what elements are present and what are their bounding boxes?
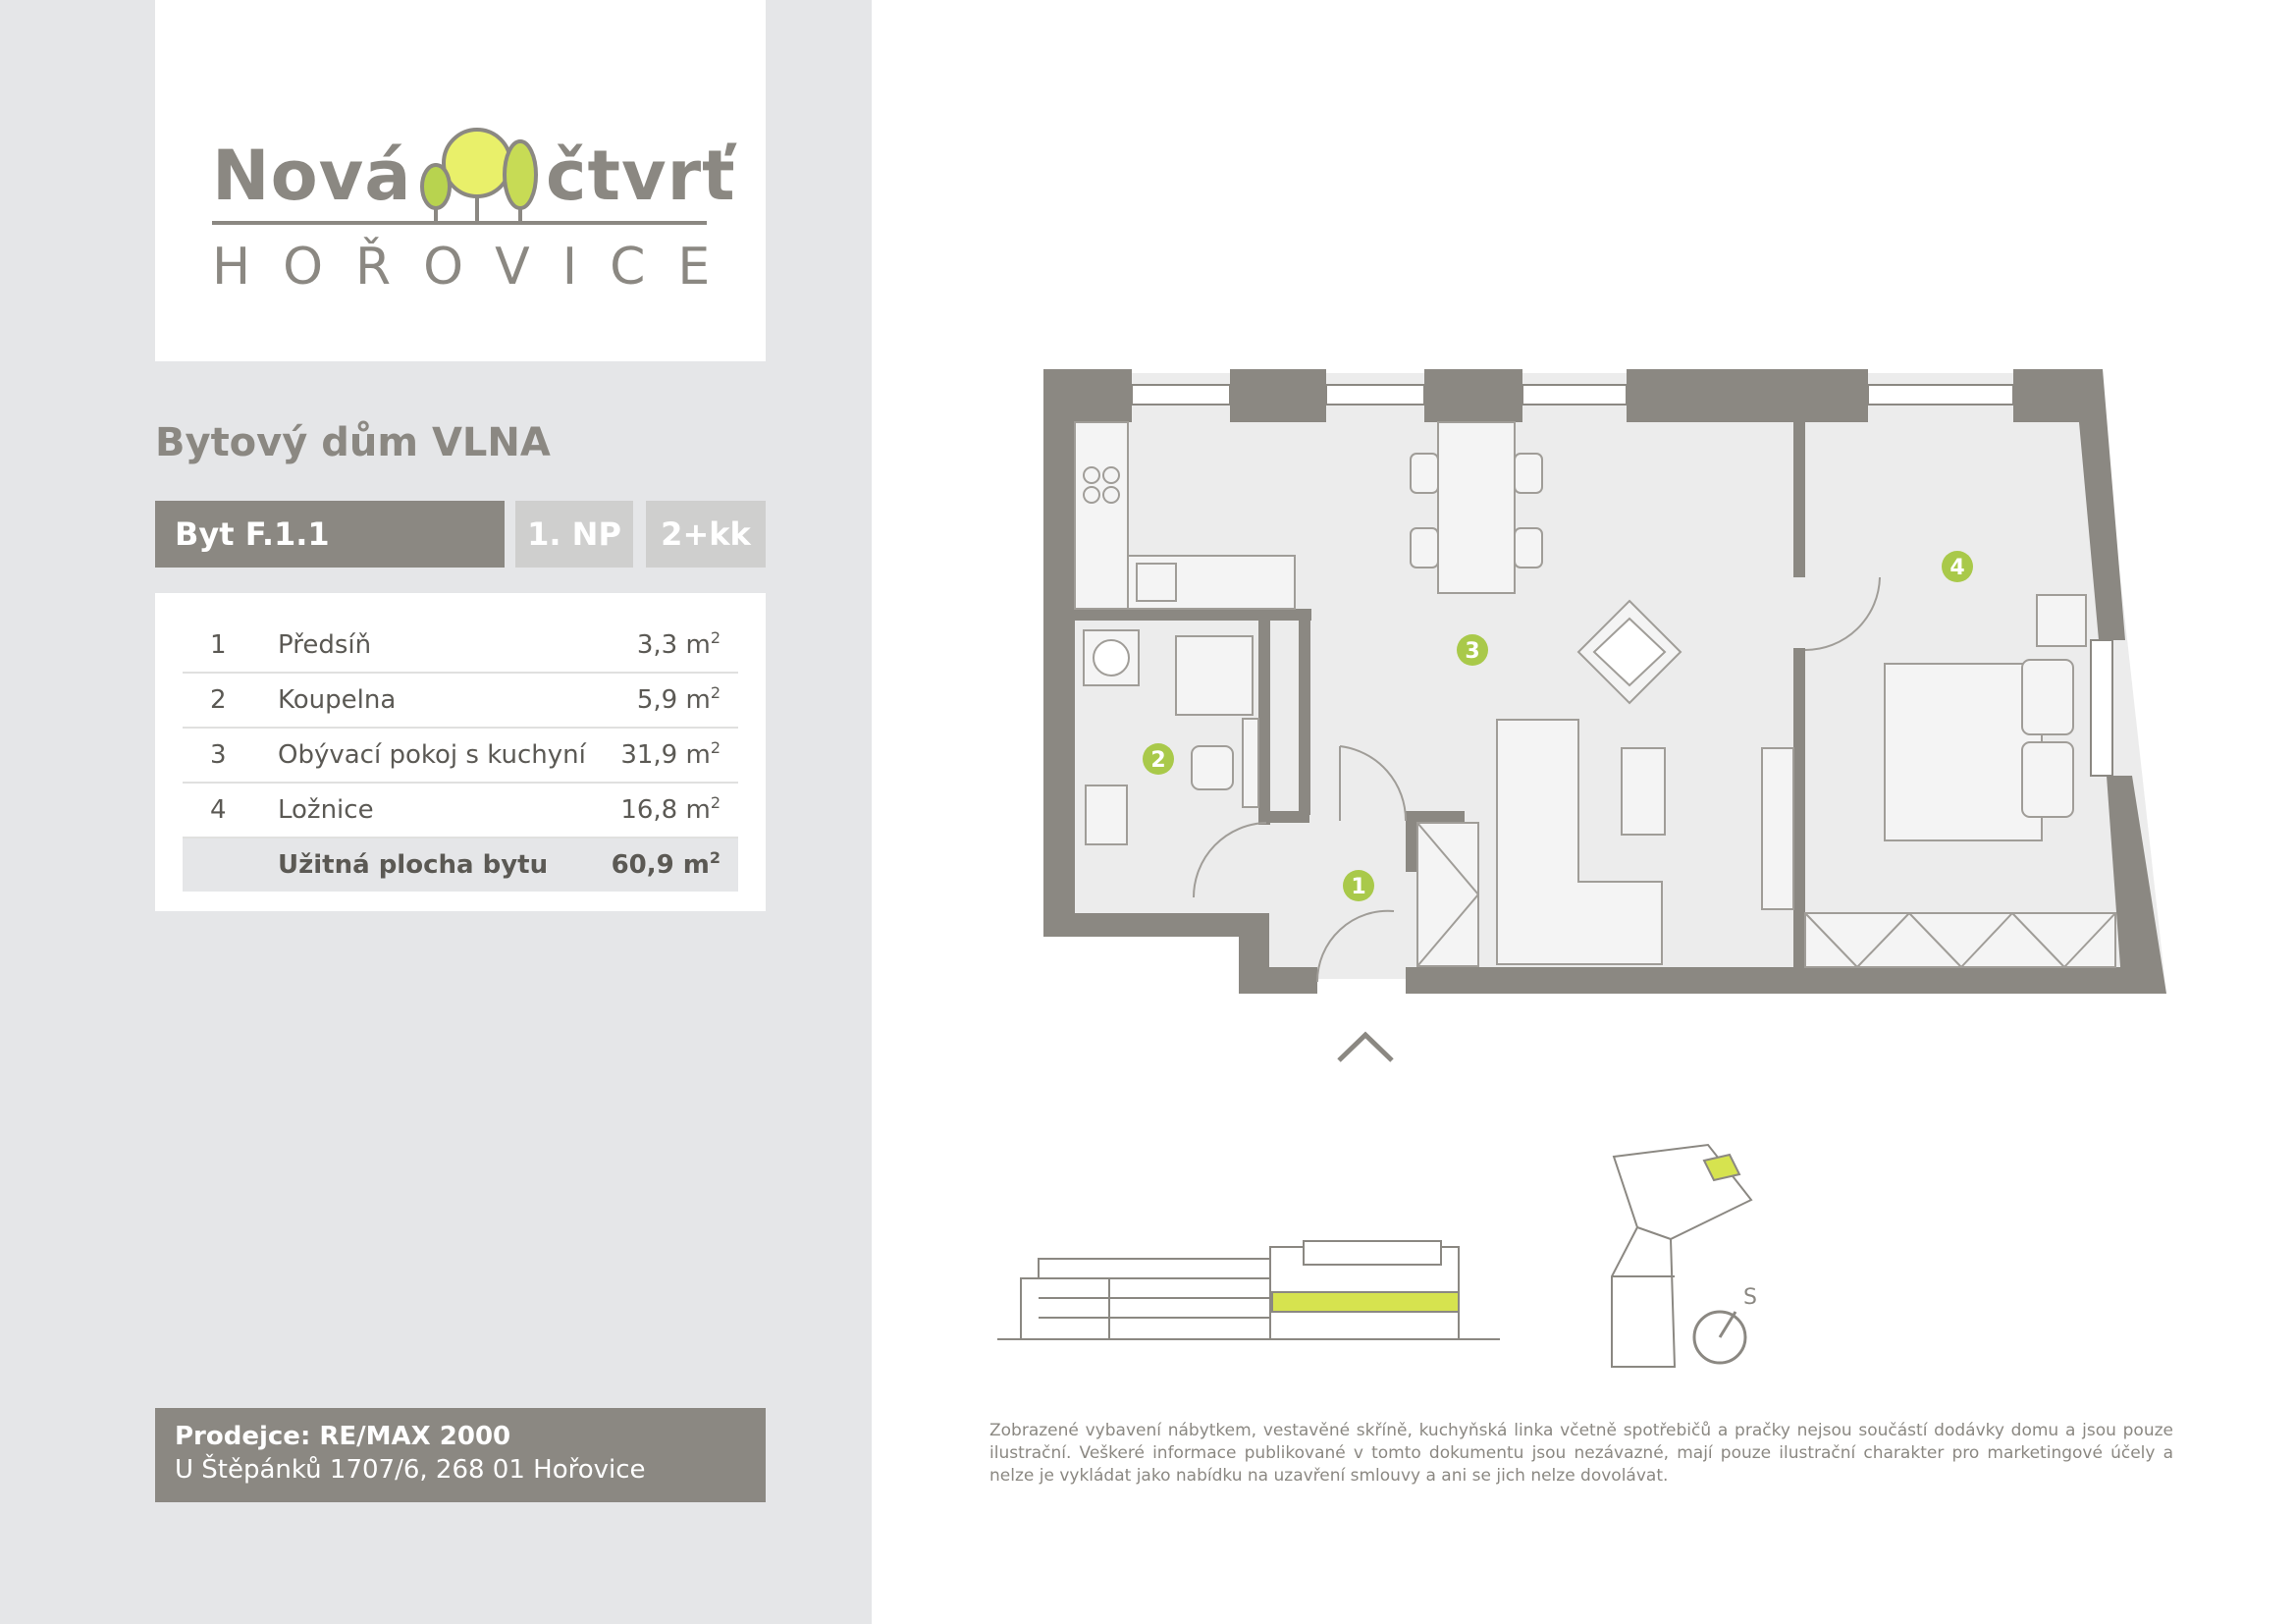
room-number: 4 <box>210 795 227 825</box>
room-area: 31,9 m2 <box>620 738 721 771</box>
sofa <box>1496 719 1666 965</box>
seller-box: Prodejce: RE/MAX 2000 U Štěpánků 1707/6,… <box>155 1408 766 1502</box>
table-row: 3 Obývací pokoj s kuchyní 31,9 m2 <box>183 729 738 784</box>
unit-floor-badge: 1. NP <box>515 501 633 568</box>
room-area: 5,9 m2 <box>636 683 721 716</box>
room-name: Obývací pokoj s kuchyní <box>278 740 586 770</box>
total-label: Užitná plocha bytu <box>278 850 549 880</box>
building-elevation <box>997 1240 1500 1340</box>
armchair <box>1576 599 1682 705</box>
svg-text:3: 3 <box>1465 639 1479 664</box>
compass-label: S <box>1743 1285 1757 1310</box>
room-name: Předsíň <box>278 630 372 660</box>
windows <box>1131 384 2113 777</box>
svg-text:2: 2 <box>1150 748 1165 773</box>
doors <box>1193 576 1881 983</box>
logo-word-2: čtvrť <box>546 135 736 216</box>
svg-text:1: 1 <box>1351 875 1365 899</box>
room-marker-4 <box>1942 551 1973 582</box>
disclaimer: Zobrazené vybavení nábytkem, vestavěné s… <box>989 1421 2173 1486</box>
kitchen <box>1074 421 1296 610</box>
dining-table <box>1410 421 1543 594</box>
seller-address: U Štěpánků 1707/6, 268 01 Hořovice <box>175 1455 646 1485</box>
table-row: 1 Předsíň 3,3 m2 <box>183 619 738 674</box>
bathroom <box>1083 629 1479 967</box>
svg-text:4: 4 <box>1949 556 1964 580</box>
logo: Nová čtvrť HOŘOVICE <box>155 0 766 361</box>
total-row: Užitná plocha bytu 60,9 m2 <box>183 839 738 892</box>
room-number: 3 <box>210 740 227 770</box>
walls <box>1043 369 2166 994</box>
room-markers: 1 2 3 4 <box>1143 551 1973 901</box>
room-area: 3,3 m2 <box>636 628 721 661</box>
unit-type-badge: 2+kk <box>646 501 766 568</box>
unit-code-badge: Byt F.1.1 <box>155 501 505 568</box>
sidebar: Nová čtvrť HOŘOVICE Bytový dům VLNA Byt … <box>0 0 872 1624</box>
total-area: 60,9 m2 <box>611 848 721 881</box>
room-area: 16,8 m2 <box>620 793 721 826</box>
bed <box>1884 594 2087 841</box>
rooms-table: 1 Předsíň 3,3 m2 2 Koupelna 5,9 m2 3 Obý… <box>155 593 766 911</box>
site-plan <box>1611 1143 1753 1368</box>
entrance-chevron-icon <box>1337 1031 1394 1062</box>
room-name: Koupelna <box>278 685 397 715</box>
logo-city: HOŘOVICE <box>212 238 743 297</box>
table-row: 2 Koupelna 5,9 m2 <box>183 674 738 729</box>
table-row: 4 Ložnice 16,8 m2 <box>183 784 738 839</box>
room-marker-2 <box>1143 743 1174 775</box>
room-number: 2 <box>210 685 227 715</box>
wardrobe <box>1804 912 2116 968</box>
compass-icon: S <box>1692 1285 1757 1365</box>
logo-word-1: Nová <box>212 135 412 216</box>
logo-divider <box>212 221 707 225</box>
building-title: Bytový dům VLNA <box>155 420 551 465</box>
room-marker-3 <box>1457 634 1488 666</box>
seller-name: Prodejce: RE/MAX 2000 <box>175 1422 511 1451</box>
room-name: Ložnice <box>278 795 374 825</box>
room-number: 1 <box>210 630 227 660</box>
room-marker-1 <box>1343 870 1374 901</box>
trees-logo-icon <box>420 128 538 224</box>
